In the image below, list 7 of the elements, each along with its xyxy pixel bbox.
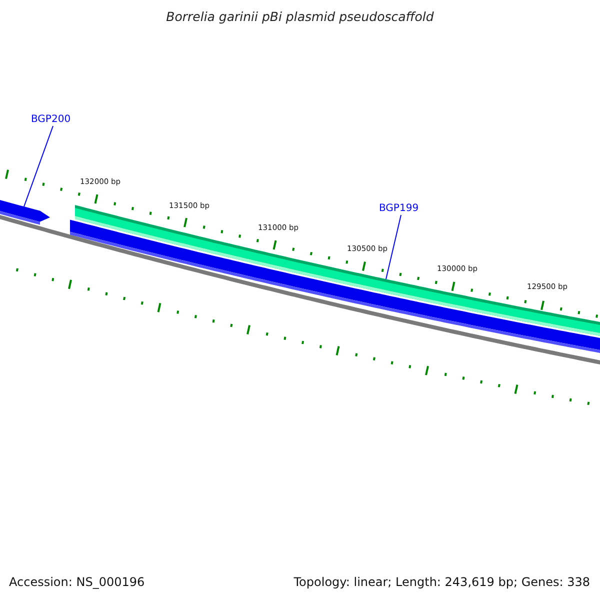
- accession-text: Accession: NS_000196: [9, 576, 145, 588]
- gene-label: BGP199: [379, 204, 419, 214]
- gene-label: BGP200: [31, 115, 71, 125]
- gene-bar: [0, 198, 50, 225]
- summary-text: Topology: linear; Length: 243,619 bp; Genes: 338: [294, 576, 590, 588]
- title: Borrelia garinii pBi plasmid pseudoscaffold: [165, 11, 435, 24]
- leader-line: [24, 126, 54, 208]
